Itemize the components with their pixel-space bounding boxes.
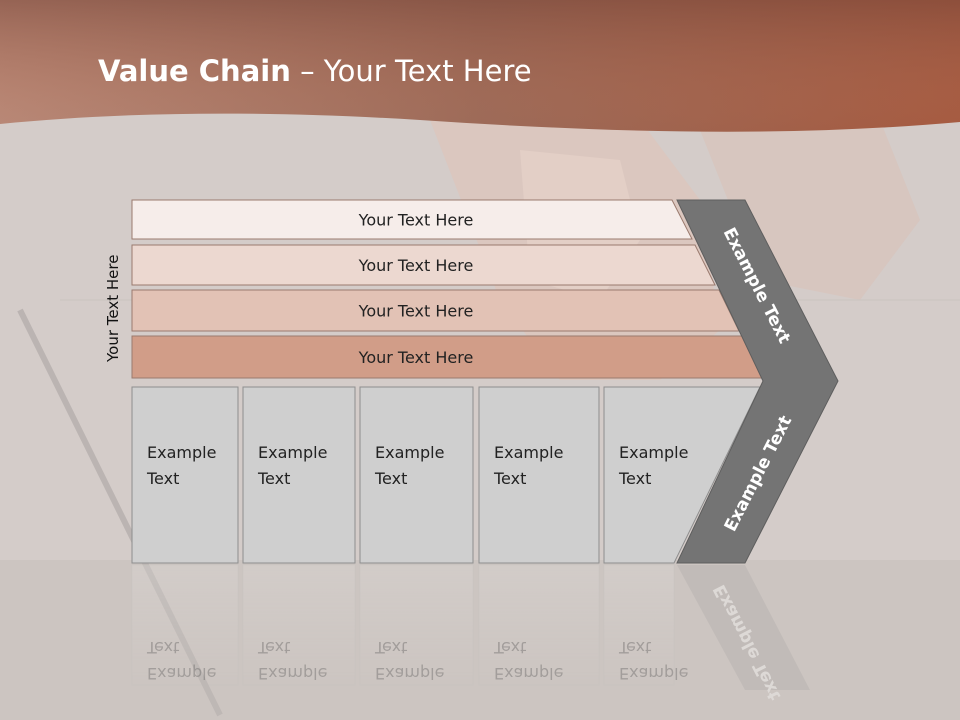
reflection-label-line1: Example [375, 664, 444, 683]
primary-box-label-line2: Text [618, 469, 651, 488]
primary-box-reflection [359, 564, 474, 686]
primary-box-label-line1: Example [494, 443, 563, 462]
reflection-label-line2: Text [493, 638, 526, 657]
chevron-reflection [677, 565, 810, 690]
primary-box-reflection [603, 564, 675, 686]
primary-box-3 [359, 386, 474, 564]
reflection-label-line2: Text [374, 638, 407, 657]
primary-box-label-line2: Text [493, 469, 526, 488]
support-row-label: Your Text Here [358, 348, 474, 367]
primary-box-label-line1: Example [147, 443, 216, 462]
primary-box-2 [242, 386, 356, 564]
reflection-label-line2: Text [257, 638, 290, 657]
reflection-label-line1: Example [494, 664, 563, 683]
reflection-label-line1: Example [147, 664, 216, 683]
slide-title: Value Chain – Your Text Here [98, 54, 532, 88]
primary-box-label-line2: Text [257, 469, 290, 488]
support-row-label: Your Text Here [358, 211, 474, 230]
primary-box-label-line2: Text [146, 469, 179, 488]
primary-box-label-line1: Example [258, 443, 327, 462]
chevron-shape [676, 199, 839, 564]
primary-box-reflection [131, 564, 239, 686]
support-row-label: Your Text Here [358, 256, 474, 275]
title-bold: Value Chain [98, 54, 291, 88]
support-row-2 [131, 244, 716, 286]
primary-box-reflection [242, 564, 356, 686]
primary-box-reflection [478, 564, 600, 686]
title-rest: – Your Text Here [290, 54, 532, 88]
primary-box-label-line1: Example [619, 443, 688, 462]
primary-box-5 [603, 386, 761, 564]
reflection-label-line1: Example [619, 664, 688, 683]
primary-box-label-line2: Text [374, 469, 407, 488]
reflection-label-line1: Example [258, 664, 327, 683]
reflection-label-line2: Text [618, 638, 651, 657]
primary-box-label-line1: Example [375, 443, 444, 462]
primary-box-4 [478, 386, 600, 564]
support-row-1 [131, 199, 693, 240]
reflection-label-line2: Text [146, 638, 179, 657]
support-row-label: Your Text Here [358, 302, 474, 321]
primary-box-1 [131, 386, 239, 564]
